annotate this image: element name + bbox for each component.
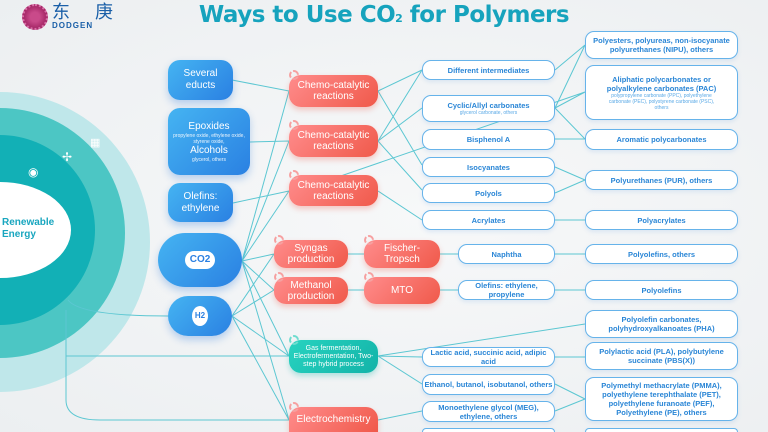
process-mto: MTO [364, 272, 440, 304]
process-label: Methanol production [287, 279, 335, 302]
process-chemo-catalytic-2: Chemo-catalytic reactions [289, 120, 378, 157]
intermediate-ethanol: Ethanol, butanol, isobutanol, others [422, 374, 555, 395]
product-pla: Polylactic acid (PLA), polybutylene succ… [585, 342, 738, 370]
alcohols-label: Alcohols [190, 144, 228, 156]
process-label: Chemo-catalytic reactions [297, 80, 370, 102]
logo-en: DODGEN [52, 21, 94, 30]
product-aliphatic-polycarbonates: Aliphatic polycarbonates or polyalkylene… [585, 65, 738, 120]
intermediate-polyols: Polyols [422, 183, 555, 203]
process-label: Syngas production [287, 243, 335, 265]
product-polyesters: Polyesters, polyureas, non-isocyanate po… [585, 31, 738, 59]
intermediate-acrylates: Acrylates [422, 210, 555, 230]
logo-cn: 东 庚 [52, 2, 124, 22]
product-polyolefins: Polyolefins [585, 280, 738, 300]
source-olefins: Olefins: ethylene [168, 183, 233, 222]
intermediate-bisphenol-a: Bisphenol A [422, 129, 555, 150]
page-title: Ways to Use CO2 for Polymers [0, 2, 768, 28]
intermediate-different: Different intermediates [422, 60, 555, 80]
process-chemo-catalytic-3: Chemo-catalytic reactions [289, 170, 378, 206]
intermediate-lactic-acid: Lactic acid, succinic acid, adipic acid [422, 347, 555, 367]
title-sub: 2 [395, 12, 403, 25]
gear-icon [289, 402, 299, 412]
title-rest: for Polymers [402, 2, 570, 28]
source-several-educts: Several educts [168, 60, 233, 100]
process-methanol: Methanol production [274, 272, 348, 304]
gear-icon [274, 272, 284, 282]
epoxides-sub: propylene oxide, ethylene oxide, styrene… [173, 132, 245, 145]
product-polyacrylates: Polyacrylates [585, 210, 738, 230]
intermediate-meg: Monoethylene glycol (MEG), ethylene, oth… [422, 401, 555, 422]
process-gas-fermentation: Gas fermentation, Electrofermentation, T… [289, 335, 378, 373]
co2-cloud-icon: CO2 [184, 251, 216, 269]
source-co2: CO2 [158, 233, 242, 287]
process-label: Electrochemistry [296, 414, 371, 425]
label: Aliphatic polycarbonates or polyalkylene… [606, 74, 717, 93]
intermediate-olefins: Olefins: ethylene, propylene [458, 280, 555, 300]
process-fischer-tropsch: Fischer-Tropsch [364, 235, 440, 268]
product-pha: Polyolefin carbonates, polyhydroxyalkano… [585, 310, 738, 338]
sublabel: polypropylene carbonate (PPC), polyethyl… [608, 92, 715, 111]
product-polyolefins-others: Polyolefins, others [585, 244, 738, 264]
logo-mark-icon [22, 3, 48, 30]
product-polyurethanes: Polyurethanes (PUR), others [585, 170, 738, 190]
gear-icon [289, 70, 299, 80]
sublabel: glycerol carbonate, others [459, 110, 518, 116]
intermediate-isocyanates: Isocyanates [422, 157, 555, 177]
gear-icon [289, 170, 299, 180]
process-syngas: Syngas production [274, 235, 348, 268]
intermediate-cutoff [422, 428, 555, 432]
process-chemo-catalytic-1: Chemo-catalytic reactions [289, 70, 378, 107]
label-line: Energy [2, 229, 36, 240]
epoxides-label: Epoxides [188, 120, 230, 132]
source-h2: H2 [168, 296, 232, 336]
product-pmma: Polymethyl methacrylate (PMMA), polyethy… [585, 377, 738, 421]
process-label: Chemo-catalytic reactions [297, 179, 370, 202]
energy-core [0, 182, 71, 278]
product-cutoff [585, 428, 738, 432]
process-electrochemistry: Electrochemistry [289, 402, 378, 432]
gear-icon [289, 120, 299, 130]
gear-icon [289, 335, 299, 345]
alcohols-sub: glycerol, others [192, 156, 226, 163]
process-label: MTO [390, 285, 414, 296]
process-label: Chemo-catalytic reactions [297, 130, 370, 152]
title-main: Ways to Use CO [198, 2, 396, 28]
water-drop-icon: ◉ [28, 165, 39, 179]
process-label: Gas fermentation, Electrofermentation, T… [293, 344, 374, 368]
intermediate-naphtha: Naphtha [458, 244, 555, 264]
label-line: Renewable [2, 217, 55, 228]
label: Cyclic/Allyl carbonates [447, 101, 530, 110]
solar-panel-icon: ▦ [90, 137, 101, 149]
wind-turbine-icon: ✢ [62, 150, 73, 164]
gear-icon [364, 235, 374, 245]
gear-icon [274, 235, 284, 245]
product-aromatic-polycarbonates: Aromatic polycarbonates [585, 129, 738, 150]
gear-icon [364, 272, 374, 282]
process-label: Fischer-Tropsch [383, 243, 421, 265]
h2-bubble-icon: H2 [191, 306, 209, 326]
